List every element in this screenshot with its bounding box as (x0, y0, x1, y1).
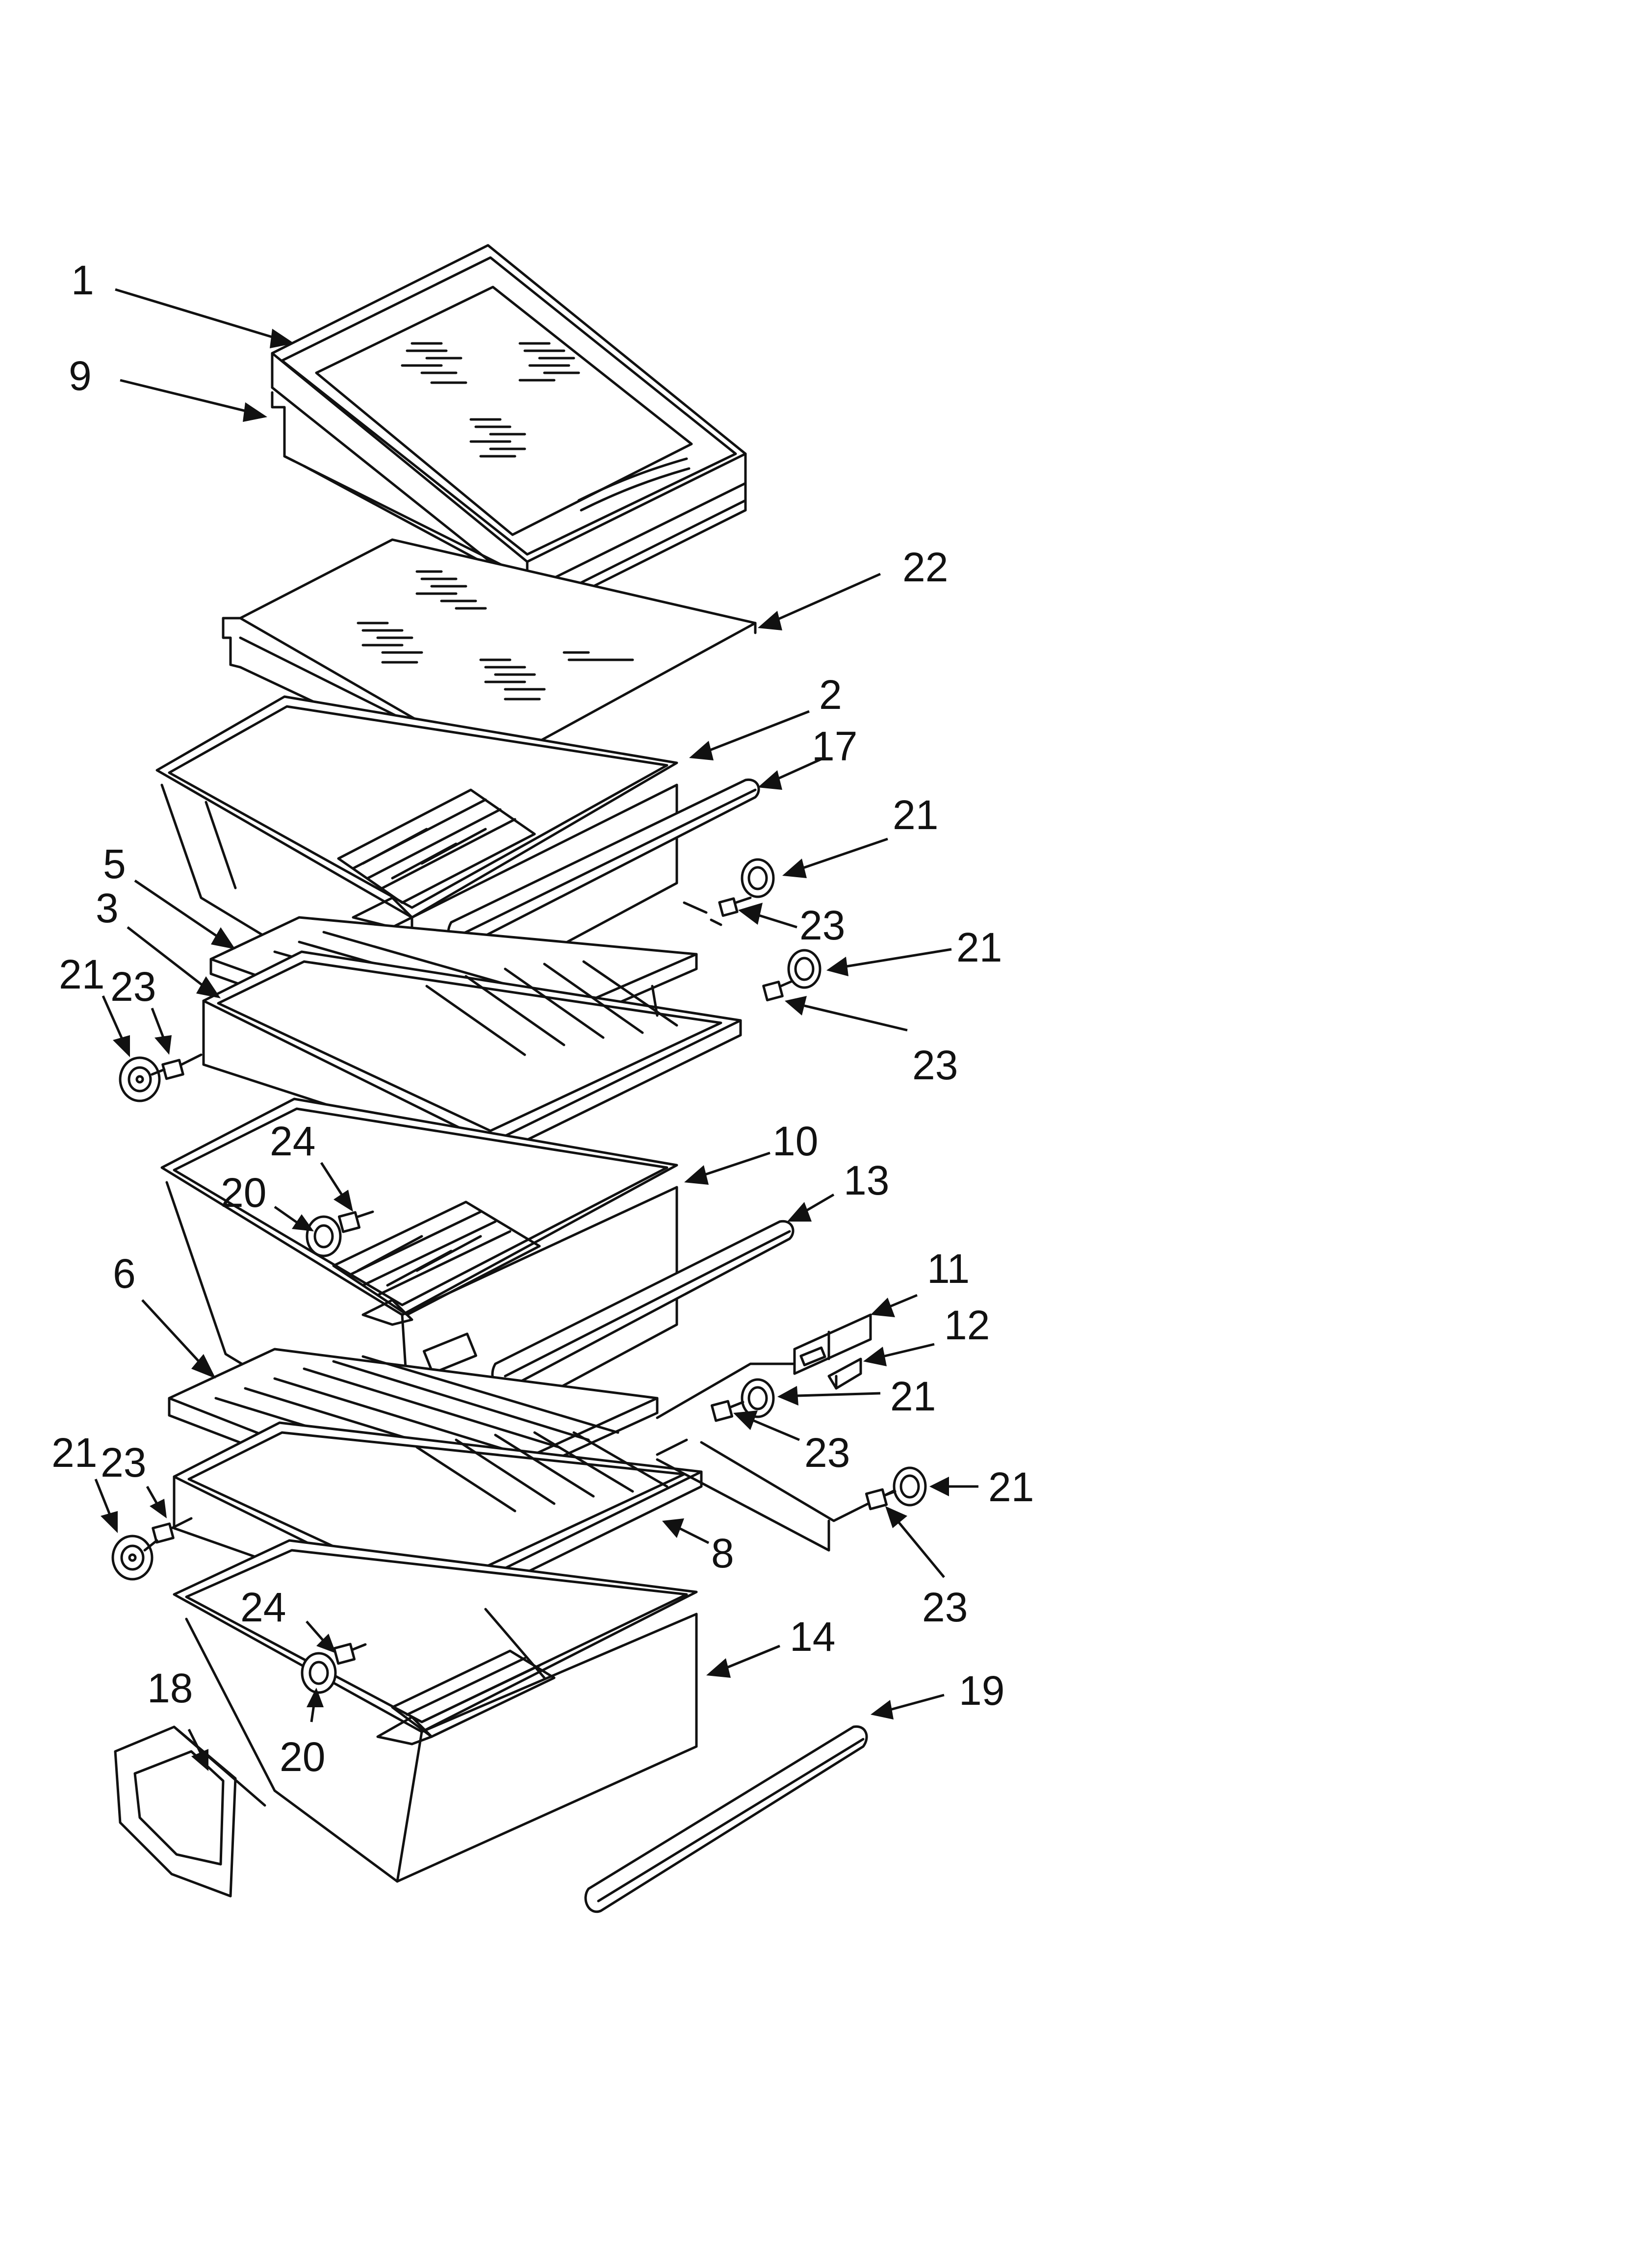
roller-21-lower-right-b (893, 1466, 927, 1507)
screw-24-lower (333, 1642, 367, 1665)
callout-23: 23 (110, 964, 156, 1010)
callout-17: 17 (812, 723, 857, 769)
callout-24: 24 (270, 1118, 315, 1164)
part-2-pan-grid (337, 788, 536, 904)
callout-23: 23 (804, 1430, 850, 1476)
part-14-pan-grid (391, 1649, 556, 1738)
callout-1: 1 (71, 257, 94, 303)
callout-23: 23 (101, 1439, 146, 1486)
part-22-glass-hatch (357, 570, 634, 701)
callout-23: 23 (922, 1584, 968, 1630)
roller-20-upper (306, 1215, 342, 1257)
callout-21: 21 (59, 951, 104, 997)
part-3-frame-lines (425, 960, 678, 1056)
callout-10: 10 (772, 1118, 818, 1164)
screw-23-upper-left (151, 1053, 203, 1080)
callout-18: 18 (147, 1665, 193, 1711)
part-12-clip (827, 1357, 862, 1390)
callout-22: 22 (902, 544, 948, 590)
roller-21-lower-right-a (741, 1378, 775, 1418)
callout-19: 19 (959, 1668, 1004, 1714)
screw-23-lower-right-b (865, 1488, 897, 1511)
callout-3: 3 (96, 885, 119, 931)
roller-21-upper-right-a (741, 858, 775, 898)
callout-2: 2 (819, 672, 842, 718)
callout-14: 14 (790, 1614, 835, 1660)
roller-21-upper-right-b (787, 949, 821, 989)
callout-20: 20 (221, 1170, 266, 1216)
callout-labels: 1 9 22 2 17 21 23 21 23 5 3 21 23 10 13 … (51, 257, 1034, 1780)
part-11-slide-clip (793, 1313, 872, 1375)
part-1-shelf-frame (271, 244, 747, 593)
screw-24-upper (337, 1210, 374, 1233)
callout-13: 13 (844, 1157, 889, 1203)
part-10-pan-grid (332, 1200, 541, 1316)
roller-21-lower-left (111, 1535, 154, 1581)
callout-23: 23 (912, 1042, 958, 1088)
callout-21: 21 (893, 792, 938, 838)
part-1-glass-hatch (401, 342, 580, 458)
callout-11: 11 (927, 1246, 970, 1292)
screw-23-lower-left (143, 1517, 193, 1552)
callout-21: 21 (890, 1373, 936, 1419)
part-18-label-holder (114, 1725, 266, 1898)
leader-lines (94, 288, 978, 1771)
callout-21: 21 (988, 1464, 1034, 1510)
callout-12: 12 (944, 1302, 990, 1348)
callout-20: 20 (280, 1734, 325, 1780)
screw-23-upper-right-b (762, 980, 794, 1002)
callout-21: 21 (51, 1430, 97, 1476)
screw-23-lower-right-a (710, 1400, 744, 1422)
screw-23-upper-right-a (718, 896, 752, 917)
callout-6: 6 (113, 1251, 136, 1297)
callout-21: 21 (956, 924, 1002, 970)
roller-20-lower (301, 1652, 337, 1694)
callout-9: 9 (69, 353, 92, 399)
part-8-frame-lines (415, 1431, 668, 1512)
callout-5: 5 (103, 841, 126, 887)
callout-23: 23 (799, 902, 845, 948)
roller-21-upper-left (119, 1056, 161, 1102)
part-19-bottom-pan-trim (584, 1725, 868, 1913)
callout-8: 8 (711, 1530, 734, 1576)
callout-24: 24 (240, 1584, 286, 1630)
